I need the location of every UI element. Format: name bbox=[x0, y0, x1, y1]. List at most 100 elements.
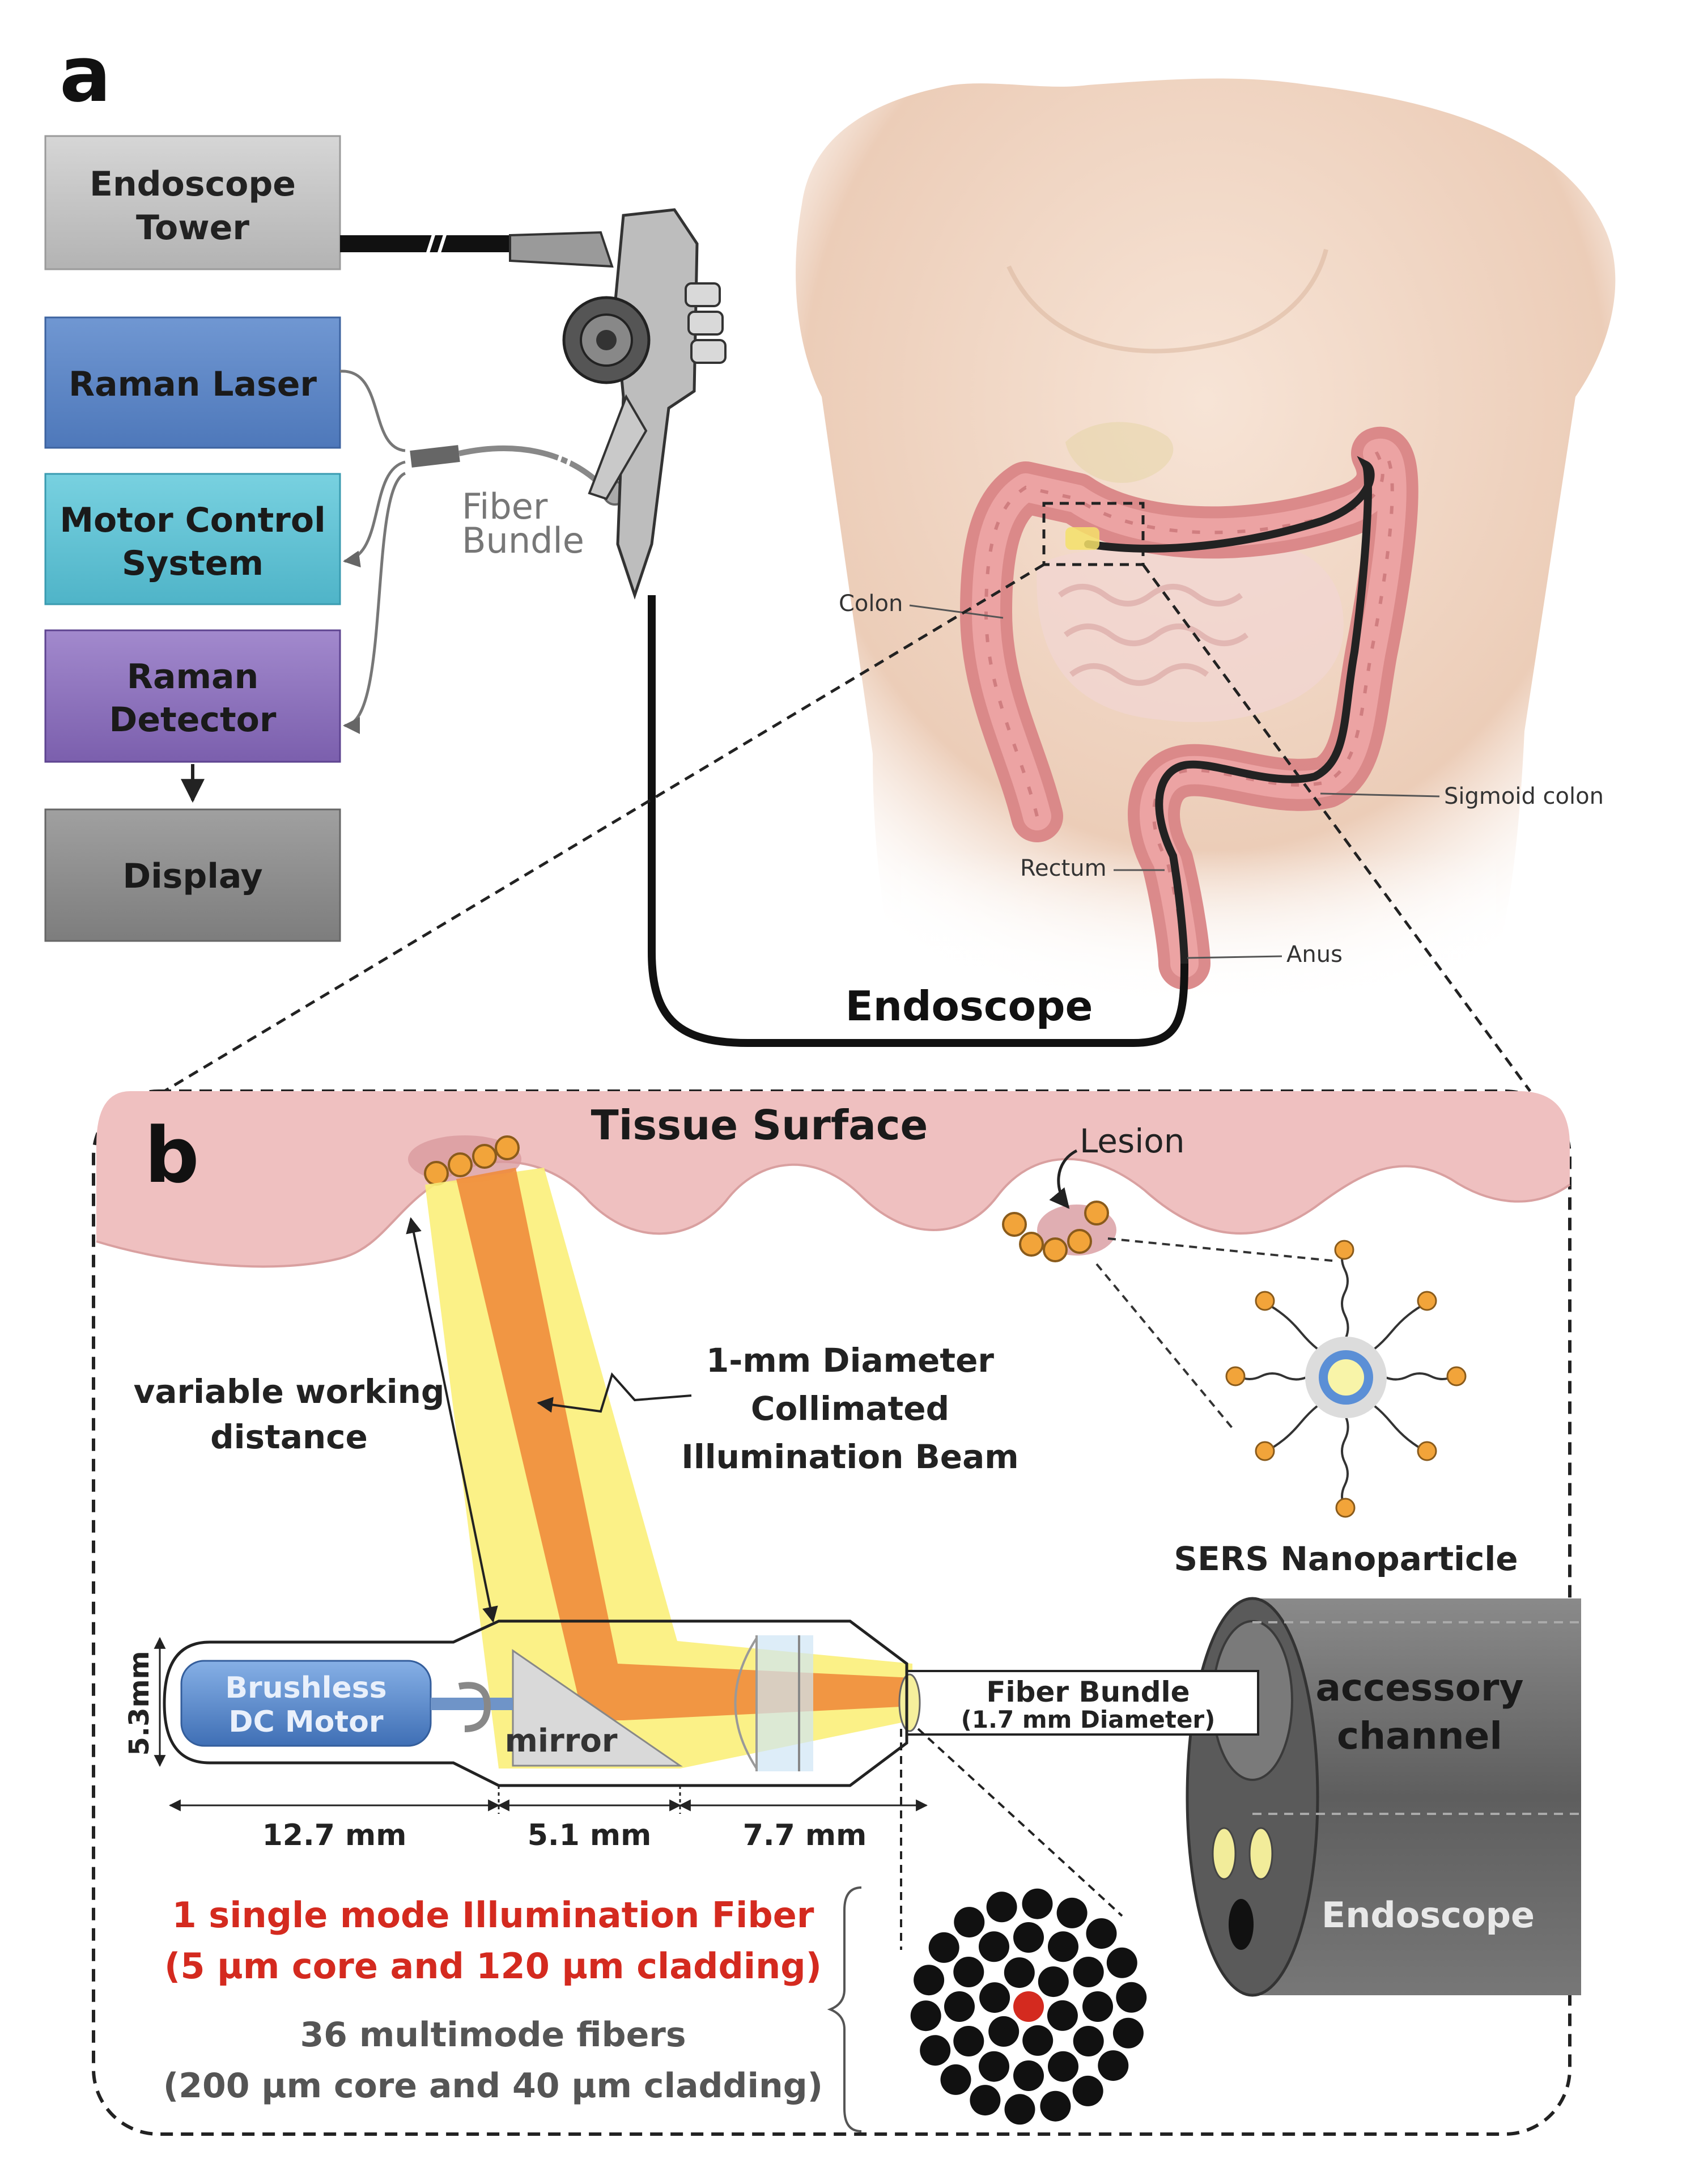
probe-housing bbox=[163, 1619, 908, 1787]
endoscope-tower-line2: Tower bbox=[136, 208, 249, 248]
multimode-fiber bbox=[1072, 2075, 1103, 2106]
fiber-bundle-tube-line2: (1.7 mm Diameter) bbox=[961, 1706, 1216, 1733]
motor-control-line2: System bbox=[122, 544, 264, 583]
multimode-fiber bbox=[1022, 1888, 1053, 1919]
multimode-line2: (200 µm core and 40 µm cladding) bbox=[163, 2066, 823, 2106]
mirror-label: mirror bbox=[505, 1723, 618, 1759]
rotation-arrow bbox=[458, 1682, 491, 1732]
panel-b-label: b bbox=[145, 1111, 199, 1200]
zoom-box bbox=[1042, 502, 1145, 566]
multimode-fiber bbox=[1106, 1947, 1137, 1978]
label-sigmoid-colon: Sigmoid colon bbox=[1444, 783, 1604, 809]
accessory-channel bbox=[1186, 1597, 1581, 1997]
multimode-fiber bbox=[1056, 1897, 1088, 1928]
multimode-fiber bbox=[970, 2085, 1001, 2116]
multimode-fiber bbox=[940, 2064, 971, 2095]
dimension-lines bbox=[154, 1636, 928, 1814]
multimode-fiber bbox=[1038, 1966, 1069, 1998]
endoscope-tube bbox=[648, 595, 1188, 1047]
sers-nanoparticle-diagram bbox=[1095, 1237, 1467, 1518]
multimode-fiber bbox=[1004, 1957, 1035, 1988]
torso-illustration bbox=[796, 78, 1616, 1009]
multimode-fiber bbox=[1047, 2000, 1078, 2031]
multimode-fiber bbox=[1086, 1918, 1117, 1949]
endoscope-label: Endoscope bbox=[846, 982, 1093, 1030]
multimode-fiber bbox=[1004, 2094, 1035, 2125]
endoscope-handle bbox=[509, 208, 727, 600]
dim-lens-length: 7.7 mm bbox=[743, 1818, 867, 1852]
multimode-fiber bbox=[944, 1991, 975, 2022]
panel-a-label: a bbox=[60, 30, 111, 119]
multimode-fiber bbox=[928, 1932, 959, 1963]
multimode-line1: 36 multimode fibers bbox=[300, 2015, 686, 2055]
box-display bbox=[44, 808, 341, 942]
multimode-fiber bbox=[1073, 1957, 1104, 1987]
fiber-tip bbox=[898, 1673, 921, 1732]
zoom-lines bbox=[163, 563, 1532, 1093]
multimode-fiber bbox=[1073, 2026, 1104, 2056]
multimode-fiber bbox=[914, 1965, 945, 1996]
multimode-fiber bbox=[910, 2000, 941, 2032]
multimode-fiber bbox=[1082, 1991, 1113, 2022]
multimode-fiber bbox=[979, 2051, 1009, 2082]
multimode-fiber bbox=[1022, 2025, 1054, 2056]
multimode-fiber bbox=[1098, 2050, 1129, 2081]
multimode-fiber bbox=[1116, 1982, 1147, 2013]
fiber-bundle-tube bbox=[906, 1670, 1259, 1736]
multimode-fiber bbox=[979, 1982, 1010, 2013]
multimode-fiber bbox=[1040, 2090, 1071, 2122]
illum-fiber-line2: (5 µm core and 120 µm cladding) bbox=[164, 1945, 822, 1987]
multimode-fiber bbox=[1112, 2017, 1144, 2049]
raman-detector-line1: Raman bbox=[127, 657, 258, 697]
working-distance-line1: variable working bbox=[134, 1372, 445, 1411]
brace bbox=[827, 1886, 862, 2132]
multimode-fiber bbox=[1013, 1922, 1044, 1953]
beam-label-line2: Collimated bbox=[751, 1389, 949, 1428]
fiber-bundle-tube-line1: Fiber Bundle bbox=[986, 1676, 1190, 1708]
fiber-zoom-lines bbox=[900, 1728, 1123, 1950]
tissue-surface-label: Tissue Surface bbox=[591, 1101, 928, 1149]
label-rectum: Rectum bbox=[1020, 855, 1107, 881]
probe-lenses bbox=[734, 1635, 813, 1771]
fiber-bundle-line2: Bundle bbox=[462, 520, 584, 561]
label-colon: Colon bbox=[839, 591, 903, 617]
lesion-label: Lesion bbox=[1080, 1122, 1185, 1160]
display-label: Display bbox=[122, 856, 262, 896]
illum-fiber-line1: 1 single mode Illumination Fiber bbox=[172, 1894, 814, 1936]
dim-height: 5.3mm bbox=[124, 1651, 155, 1755]
illumination-beam bbox=[425, 1168, 912, 1769]
dim-mirror-length: 5.1 mm bbox=[528, 1818, 652, 1852]
box-motor-control bbox=[44, 473, 341, 605]
box-endoscope-tower bbox=[44, 135, 341, 270]
motor-line1: Brushless bbox=[225, 1671, 386, 1705]
channel-line2: channel bbox=[1337, 1714, 1502, 1758]
endoscope-cylinder-label: Endoscope bbox=[1322, 1894, 1535, 1936]
multimode-fiber bbox=[1048, 1931, 1078, 1962]
multimode-fiber bbox=[979, 1931, 1009, 1962]
multimode-fiber bbox=[988, 2016, 1020, 2047]
working-distance-line2: distance bbox=[210, 1418, 368, 1456]
working-distance-arrow bbox=[406, 1217, 498, 1623]
multimode-fiber bbox=[953, 1957, 984, 1987]
fiber-cross-section bbox=[910, 1888, 1147, 2125]
fiber-bundle-line1: Fiber bbox=[462, 486, 548, 527]
sers-nanoparticle-label: SERS Nanoparticle bbox=[1174, 1540, 1518, 1578]
multimode-fiber bbox=[986, 1892, 1017, 1923]
motor-control-line1: Motor Control bbox=[60, 501, 325, 540]
tissue-surface bbox=[96, 1091, 1570, 1267]
label-anus: Anus bbox=[1286, 942, 1343, 968]
box-raman-detector bbox=[44, 629, 341, 763]
block-diagram: Endoscope Tower Raman Laser Motor Contro… bbox=[44, 135, 341, 942]
cable-break-marks bbox=[424, 229, 576, 468]
multimode-fiber bbox=[1048, 2051, 1078, 2082]
illumination-fiber-core bbox=[1013, 1991, 1044, 2022]
box-raman-laser bbox=[44, 316, 341, 449]
motor-line2: DC Motor bbox=[228, 1705, 383, 1739]
lesion-nanoparticles bbox=[424, 1135, 1109, 1262]
beam-label-line3: Illumination Beam bbox=[681, 1437, 1018, 1476]
multimode-fiber bbox=[920, 2035, 951, 2066]
beam-label-line1: 1-mm Diameter bbox=[706, 1341, 994, 1380]
dim-motor-length: 12.7 mm bbox=[262, 1818, 407, 1852]
